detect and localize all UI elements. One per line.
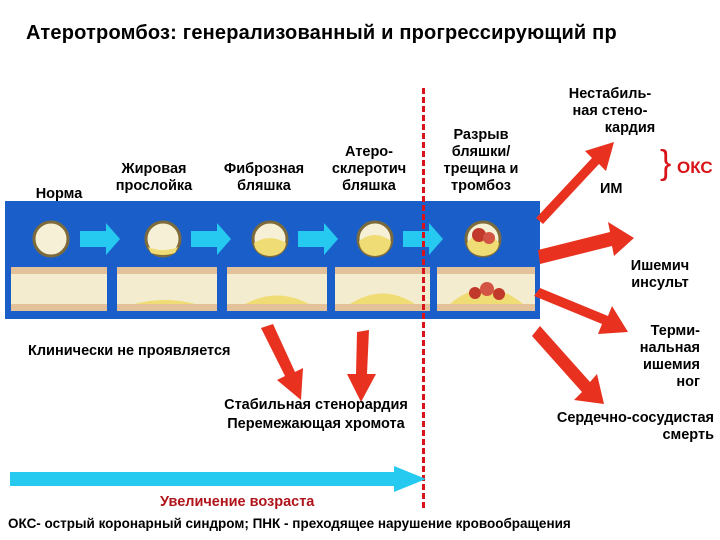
progression-illustrations (11, 220, 535, 311)
oks-brace: } (660, 144, 672, 182)
stage-label-line: бляшки/ (451, 144, 511, 160)
stage-label-line: трещина и (443, 161, 519, 177)
outcome-stroke: Ишемич инсульт (610, 258, 710, 292)
stage-label-line: Атеро- (345, 144, 393, 160)
stage-label-plaque-rupture: Разрыв бляшки/ трещина и тромбоз (428, 127, 534, 195)
outcome-line: ная стено- (572, 103, 648, 119)
outcome-unstable-angina: Нестабиль- ная стено- кардия (540, 86, 680, 137)
footnote: ОКС- острый коронарный синдром; ПНК - пр… (8, 516, 571, 531)
age-label: Увеличение возраста (160, 494, 315, 510)
stage-label-fatty-streak: Жировая прослойка (104, 161, 204, 195)
stage-label-line: бляшка (342, 178, 396, 194)
outcome-line: смерть (662, 427, 714, 443)
stage-label-line: Жировая (121, 161, 187, 177)
intermittent-claudication-label: Перемежающая хромота (227, 416, 405, 432)
stage-arrows (80, 223, 443, 255)
outcome-cv-death: Сердечно-сосудистая смерть (508, 410, 714, 444)
page-title: Атеротромбоз: генерализованный и прогрес… (26, 22, 617, 44)
stage-label-line: Норма (35, 186, 83, 202)
cross-section-fatty-streak (144, 220, 182, 258)
longitudinal-sections (11, 267, 535, 311)
stage-label-line: прослойка (115, 178, 193, 194)
divider-line (422, 88, 425, 508)
cross-section-norm (32, 220, 70, 258)
outcome-line: ишемия (643, 357, 700, 373)
age-arrow (10, 466, 426, 492)
stage-label-line: склеротич (331, 161, 407, 177)
outcome-terminal-ischemia: Терми- нальная ишемия ног (600, 323, 700, 391)
stable-outcomes: Стабильная стенорардия Перемежающая хром… (196, 396, 436, 434)
outcome-line: Ишемич (630, 258, 690, 274)
cross-section-fibrous-plaque (251, 220, 289, 258)
cross-section-rupture (464, 220, 502, 258)
clinical-silent-label: Клинически не проявляется (28, 343, 231, 359)
stable-arrows (261, 324, 376, 402)
outcome-arrows (532, 142, 634, 404)
oks-label: ОКС (677, 158, 713, 177)
outcome-line: ног (676, 374, 700, 390)
stage-label-line: Разрыв (453, 127, 509, 143)
outcome-line: Терми- (650, 323, 700, 339)
stage-label-line: тромбоз (451, 178, 511, 194)
outcome-line: кардия (604, 120, 656, 136)
outcome-line: Сердечно-сосудистая (556, 410, 714, 426)
outcome-line: Нестабиль- (568, 86, 652, 102)
outcome-line: нальная (639, 340, 700, 356)
outcome-line: инсульт (631, 275, 689, 291)
stage-label-norm: Норма (24, 186, 94, 203)
stable-angina-label: Стабильная стенорардия (224, 397, 408, 413)
stage-label-line: бляшка (237, 178, 291, 194)
outcome-mi: ИМ (600, 181, 623, 197)
cross-section-atherosclerotic-plaque (356, 220, 394, 258)
stage-label-fibrous-plaque: Фиброзная бляшка (212, 161, 316, 195)
stage-label-atherosclerotic-plaque: Атеро- склеротич бляшка (316, 144, 422, 195)
stage-label-line: Фиброзная (223, 161, 305, 177)
